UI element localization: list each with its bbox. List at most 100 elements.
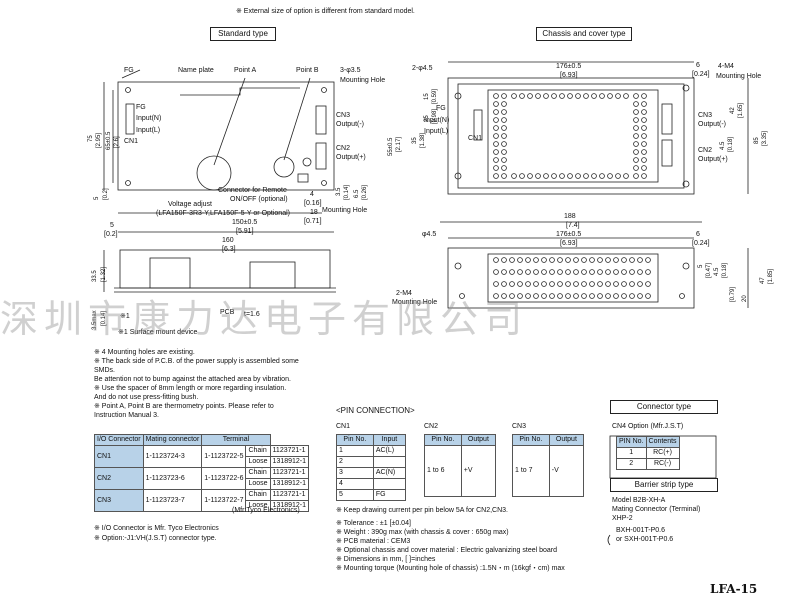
vent-dot [543,93,549,99]
vent-dot [559,93,565,99]
pin-func: AC(L) [372,445,407,457]
vent-dot [645,281,651,287]
pin-no: 3 [336,467,374,479]
vent-dot [493,257,499,263]
std-dim-65-label: 65±0.5 [106,131,112,150]
std-hole-2 [321,87,327,93]
chs-dim-217-label: [2.17] [396,136,402,152]
bottom-note: ※ Keep drawing current per pin below 5A … [336,507,509,514]
vent-dot [589,293,595,299]
connector-type-title: Connector type [610,400,718,414]
vent-dot [493,293,499,299]
pin-func: FG [372,489,407,501]
vent-dot [511,93,517,99]
vent-dot [641,141,647,147]
std-dim-071-label: [0.71] [304,218,322,225]
io-terminal-part: 1318912-1 [269,478,310,490]
io-mating: 1-1123722-6 [201,467,247,490]
std-point-a-label: Point A [234,67,257,74]
vent-dot [597,269,603,275]
barrier-title: Barrier strip type [610,478,718,492]
connector-type-subtitle: CN4 Option (Mfr.J.S.T) [612,423,684,430]
vent-dot [629,269,635,275]
std-side-transformer [149,257,191,289]
std-cn2-label: CN2 [336,145,351,152]
io-terminal-part: 1123721-1 [269,489,310,501]
vent-dot [509,293,515,299]
chs-cn2-connector [661,139,673,167]
vent-dot [591,173,597,179]
vent-dot [501,133,507,139]
cn3-pin-table: Pin No. Output 1 to 7 -V [512,434,585,497]
vent-dot [549,269,555,275]
vent-dot [605,281,611,287]
std-leader-point-a [213,77,246,166]
vent-dot [493,109,499,115]
io-cn: CN2 [94,467,144,490]
std-dim-65b-label: 6.5 [354,189,360,198]
chs-dim-47-label: 47 [760,277,766,284]
std-dim-295-label: [2.95] [96,132,102,148]
std-point-b-component [273,156,295,178]
cn3-header: Pin No. [512,434,550,446]
pin-func: -V [548,445,585,497]
vent-dot [615,173,621,179]
vent-dot [565,281,571,287]
vent-dot [641,125,647,131]
table-row: 4 [336,478,407,490]
chs-dim-6b-label: 6 [696,231,700,238]
chs-dim-188-label: 188 [564,213,576,220]
table-row: CN3 1-1123723-7 1-1123722-7 Chain 112372… [94,489,310,512]
note-line: Be attention not to bump against the att… [94,376,291,383]
table-row: 2 [336,456,407,468]
chs-output-minus-label: Output(-) [698,121,727,128]
std-fg-pin-label: FG [136,104,146,111]
vent-dot [597,281,603,287]
cn3-title: CN3 [512,423,527,430]
vent-dot [633,109,639,115]
vent-dot [549,281,555,287]
chs-side-outline [447,247,695,309]
vent-dot [621,293,627,299]
chs-dim-079-label: [0.79] [730,286,736,302]
chs-dim-176b-label: 176±0.5 [556,231,582,238]
bottom-note: ※ Optional chassis and cover material : … [336,547,558,554]
pin-no: 1 to 7 [512,445,550,497]
vent-dot [493,93,499,99]
barrier-line: BXH-001T-P0.6 [616,527,666,534]
chs-hole-4 [682,180,690,188]
chs-dim-85-label: 85 [754,137,760,144]
chs-hole-2 [454,172,462,180]
bottom-note: ※ Dimensions in mm, [ ]=inches [336,556,436,563]
vent-dot [493,133,499,139]
vent-dot [633,125,639,131]
top-note: ※ External size of option is different f… [236,8,415,15]
vent-dot [567,93,573,99]
chs-dim-35-label: 35 [412,137,418,144]
std-input-n-label: Input(N) [136,115,162,122]
vent-dot [597,257,603,263]
vent-dot [511,173,517,179]
vent-dot [621,281,627,287]
vent-dot [623,93,629,99]
ct-content: RC(-) [645,458,680,470]
chs-cn2-label: CN2 [698,147,713,154]
vent-dot [599,93,605,99]
table-row: Loose 1318912-1 [95,500,310,512]
std-dim-75-label: 75 [88,135,94,142]
ct-content: RC(+) [645,447,680,459]
vent-dot [525,269,531,275]
std-point-b-label: Point B [296,67,319,74]
vent-dot [633,101,639,107]
vent-dot [509,281,515,287]
vent-dot [501,149,507,155]
vent-dot [607,173,613,179]
std-pcb-label: PCB [220,309,235,316]
vent-dot [565,269,571,275]
note-line: ※ Use the spacer of 8mm length or more r… [94,385,287,392]
vent-dot [641,165,647,171]
cn2-title: CN2 [424,423,439,430]
std-voltage-label-1: Voltage adjust [168,201,212,208]
